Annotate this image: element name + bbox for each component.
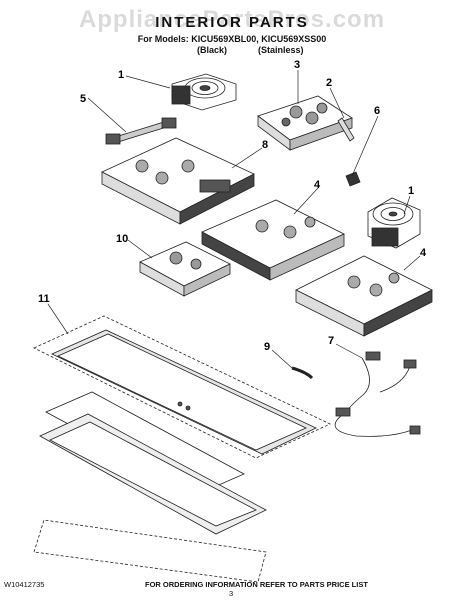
models-line: For Models: KICU569XBL00, KICU569XSS00 — [137, 34, 327, 44]
bracket-clip — [345, 171, 361, 187]
fan-assembly-right — [367, 197, 421, 249]
fan-assembly-top — [171, 73, 237, 111]
variant-stainless: (Stainless) — [258, 45, 304, 55]
power-board-8 — [101, 137, 255, 225]
callout-8: 8 — [262, 139, 268, 151]
watermark: AppliancePartsPros.com — [78, 6, 386, 33]
callout-7: 7 — [328, 335, 334, 347]
callout-3: 3 — [294, 59, 300, 71]
callout-6: 6 — [374, 105, 380, 117]
callout-1-right: 1 — [408, 185, 414, 197]
page-title: INTERIOR PARTS — [155, 14, 309, 31]
callout-10: 10 — [116, 233, 128, 245]
wire-piece-9 — [291, 366, 314, 380]
ribbon-cable — [105, 117, 177, 145]
callout-4-right: 4 — [420, 247, 427, 259]
ordering-note: FOR ORDERING INFORMATION REFER TO PARTS … — [145, 580, 368, 589]
power-board-4-right — [295, 255, 433, 337]
control-board-10 — [139, 241, 231, 297]
callout-9: 9 — [264, 341, 270, 353]
callout-5: 5 — [80, 93, 86, 105]
frame-assembly — [33, 315, 331, 583]
wire-harness — [334, 351, 421, 437]
control-board-3 — [257, 95, 353, 151]
power-board-4-left — [201, 199, 345, 281]
page-number: 3 — [229, 589, 234, 598]
callout-2: 2 — [326, 77, 332, 89]
callout-1-top: 1 — [118, 69, 124, 81]
callout-4-middle: 4 — [314, 179, 321, 191]
callout-11: 11 — [38, 293, 50, 305]
doc-number: W10412735 — [4, 580, 45, 589]
variant-black: (Black) — [197, 45, 228, 55]
ferrite-rod — [337, 117, 355, 142]
